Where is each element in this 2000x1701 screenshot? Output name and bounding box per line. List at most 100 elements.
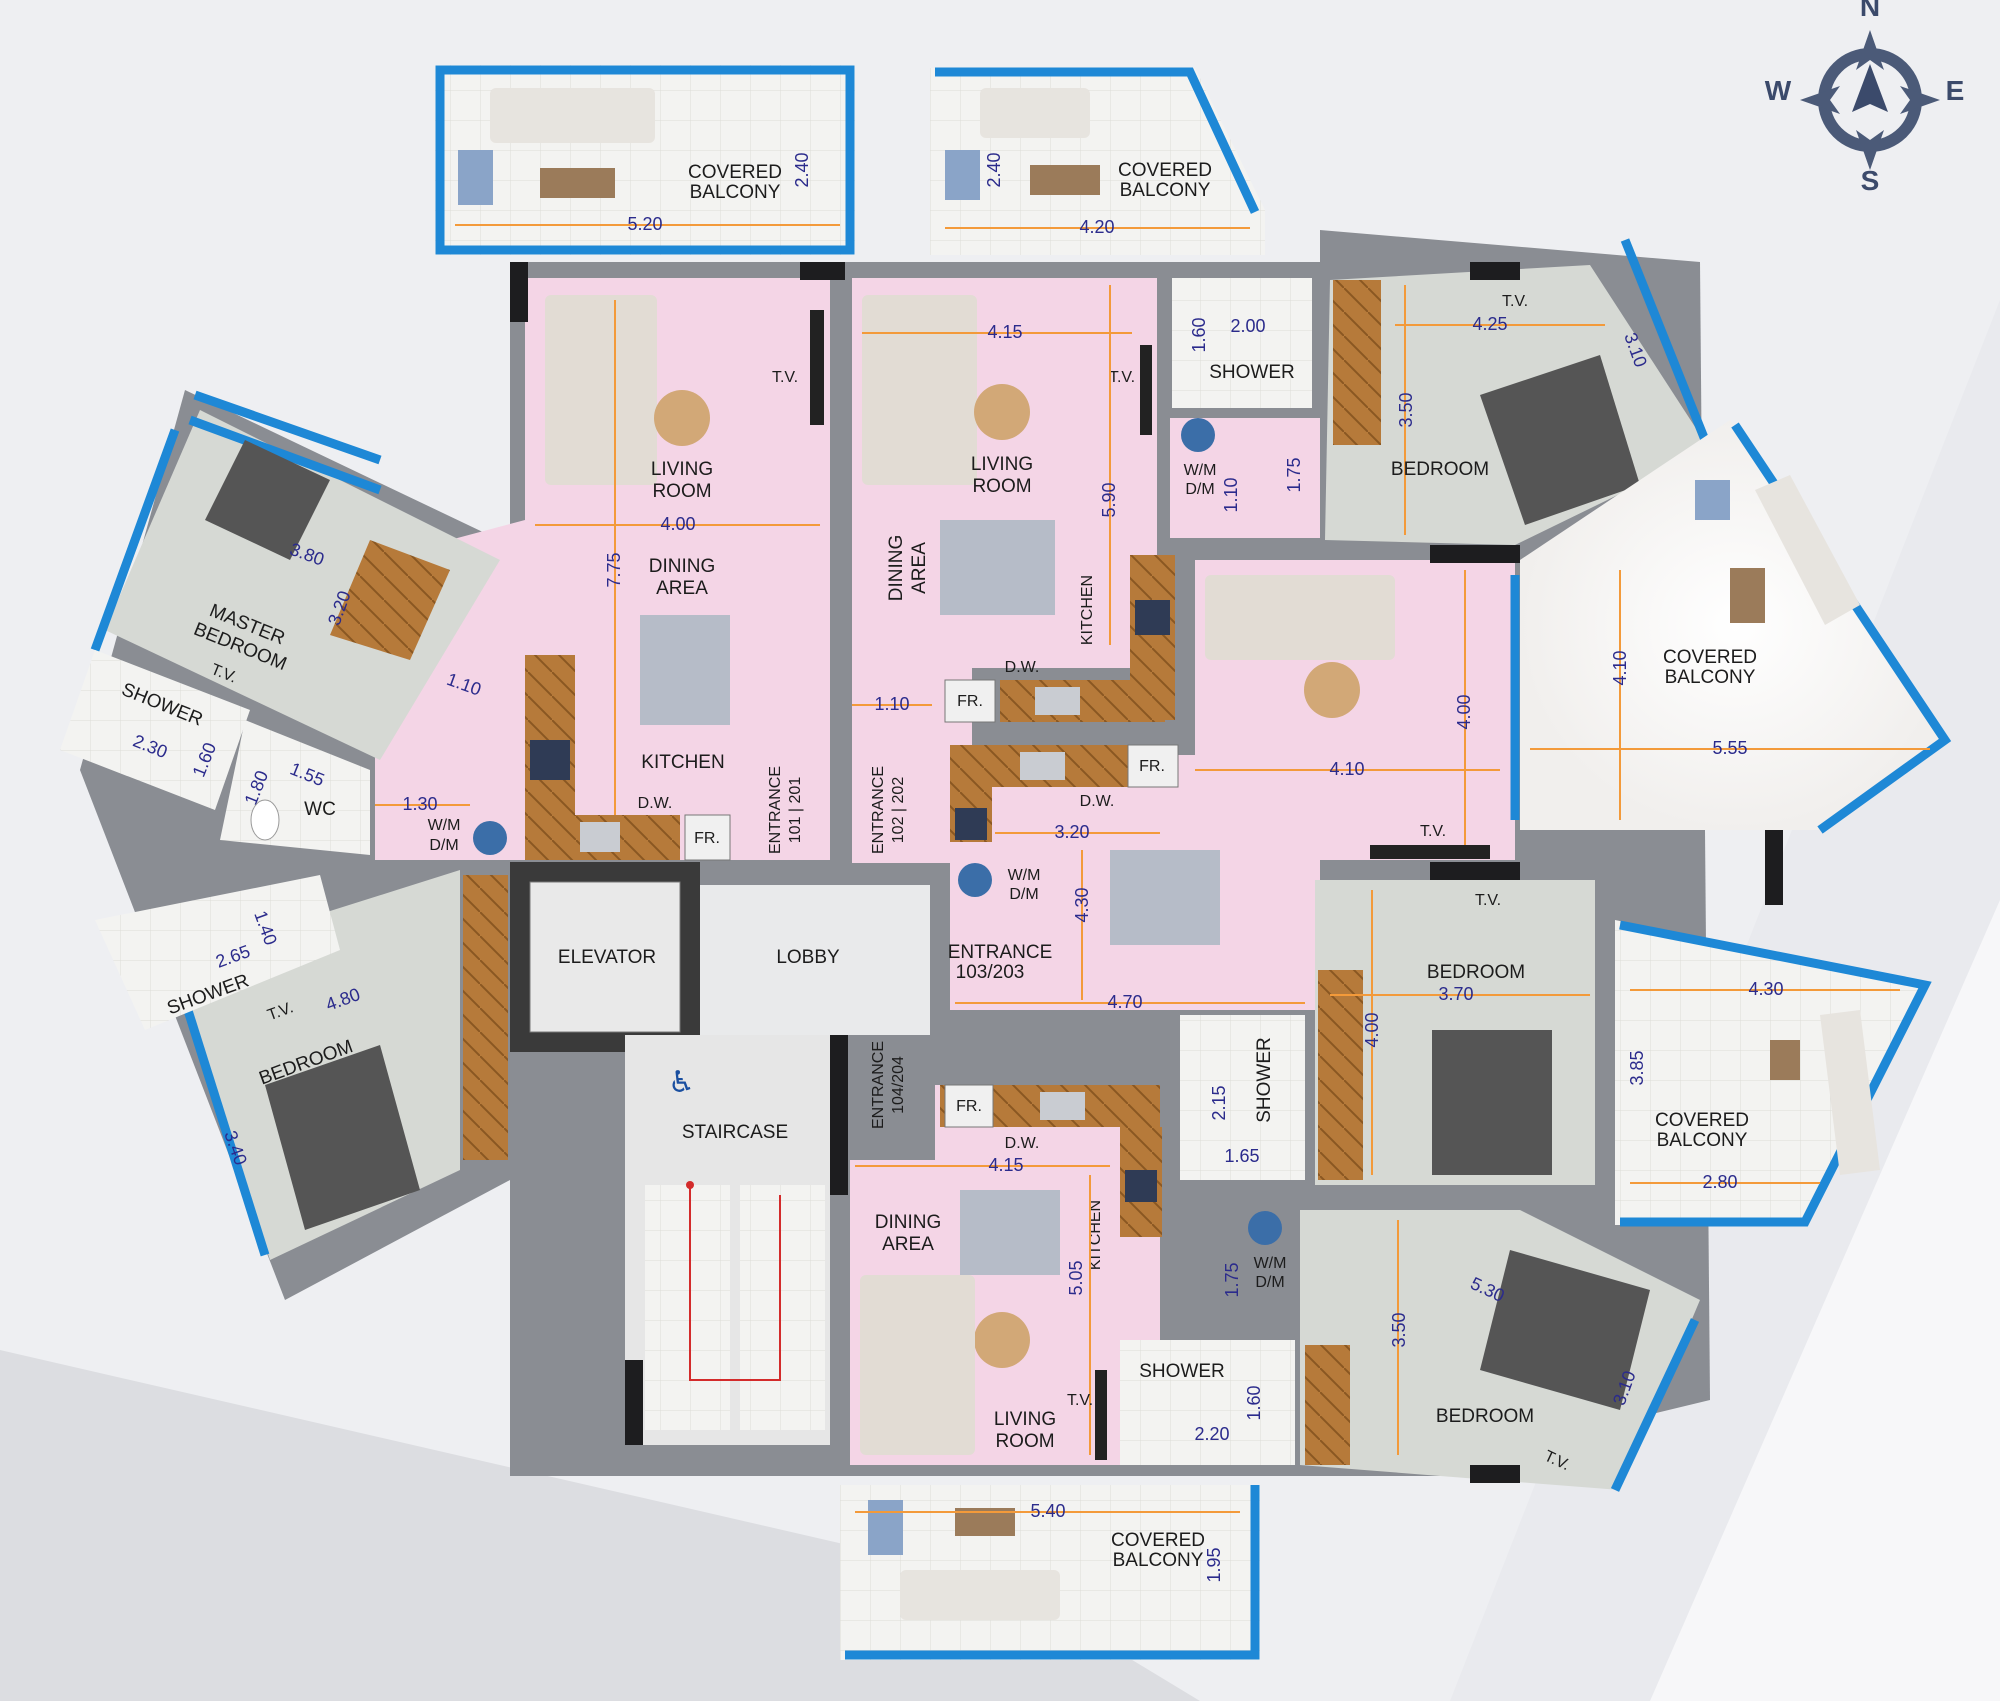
compass-north: N	[1860, 0, 1880, 22]
svg-text:5.20: 5.20	[627, 214, 662, 234]
svg-text:FR.: FR.	[956, 1098, 982, 1115]
shower-102	[1172, 278, 1312, 408]
svg-text:5.05: 5.05	[1066, 1260, 1086, 1295]
svg-text:3.70: 3.70	[1438, 984, 1473, 1004]
svg-text:4.15: 4.15	[987, 322, 1022, 342]
svg-text:1.95: 1.95	[1204, 1547, 1224, 1582]
coffee-table-icon	[654, 390, 710, 446]
sink-icon	[580, 822, 620, 852]
dining-table-icon	[960, 1190, 1060, 1275]
svg-text:4.00: 4.00	[1454, 694, 1474, 729]
stove-icon	[955, 808, 987, 840]
corner-sofa-icon	[860, 1275, 975, 1455]
tv-icon	[1140, 345, 1152, 435]
stove-icon	[1125, 1170, 1157, 1202]
svg-text:2.40: 2.40	[984, 152, 1004, 187]
svg-text:KITCHEN: KITCHEN	[1087, 1200, 1104, 1270]
svg-text:4.10: 4.10	[1610, 650, 1630, 685]
sink-icon	[1020, 752, 1065, 780]
compass-south: S	[1861, 165, 1880, 196]
washing-machine-icon	[1181, 418, 1215, 452]
entrance-103-label: ENTRANCE	[948, 942, 1053, 963]
svg-text:4.70: 4.70	[1107, 992, 1142, 1012]
entrance-102-label: ENTRANCE	[870, 766, 887, 854]
coffee-table-icon	[974, 384, 1030, 440]
svg-text:2.40: 2.40	[792, 152, 812, 187]
fridge-icon	[944, 679, 996, 723]
apt-102: COVERED BALCONY 2.40 4.20 T.V. LIVING RO…	[852, 67, 1710, 863]
wardrobe	[1333, 280, 1381, 445]
svg-text:DINING: DINING	[875, 1212, 942, 1233]
entrance-101-label: ENTRANCE	[767, 766, 784, 854]
svg-text:D.W.: D.W.	[1005, 659, 1040, 676]
svg-text:2.15: 2.15	[1209, 1085, 1229, 1120]
table-icon	[1730, 568, 1765, 623]
washing-machine-icon	[473, 821, 507, 855]
dining-table-icon	[940, 520, 1055, 615]
svg-text:T.V.: T.V.	[1067, 1392, 1093, 1409]
elevator-label: ELEVATOR	[558, 947, 656, 968]
kitchen-101-label: KITCHEN	[641, 752, 724, 773]
fridge-icon	[1127, 744, 1179, 788]
stove-icon	[530, 740, 570, 780]
toilet-icon	[250, 799, 280, 841]
svg-text:BALCONY: BALCONY	[690, 182, 781, 203]
sink-icon	[1040, 1092, 1085, 1120]
svg-text:D/M: D/M	[1009, 886, 1038, 903]
fridge-icon	[684, 814, 731, 861]
entrance-104-label: ENTRANCE	[870, 1041, 887, 1129]
svg-text:1.10: 1.10	[874, 694, 909, 714]
bed-icon	[1432, 1030, 1552, 1175]
svg-text:COVERED: COVERED	[1663, 647, 1757, 668]
svg-text:COVERED: COVERED	[1111, 1530, 1205, 1551]
svg-text:W/M: W/M	[428, 817, 461, 834]
wardrobe	[1305, 1345, 1350, 1465]
bed-icon	[205, 440, 330, 560]
svg-text:3.85: 3.85	[1627, 1050, 1647, 1085]
svg-text:5.40: 5.40	[1030, 1501, 1065, 1521]
master-shower	[60, 650, 250, 810]
svg-text:BALCONY: BALCONY	[1665, 667, 1756, 688]
svg-text:1.65: 1.65	[1224, 1146, 1259, 1166]
shower-101	[95, 875, 340, 1030]
svg-text:5.55: 5.55	[1712, 738, 1747, 758]
staircase-label: STAIRCASE	[682, 1122, 788, 1143]
svg-text:AREA: AREA	[656, 578, 708, 599]
svg-text:3.50: 3.50	[1389, 1312, 1409, 1347]
living-room-104-label: LIVING	[994, 1409, 1056, 1430]
wardrobe	[330, 540, 450, 660]
svg-text:T.V.: T.V.	[1502, 293, 1528, 310]
balcony-101-label: COVERED	[688, 162, 782, 183]
compass: N S E W	[1765, 0, 1965, 196]
wall-corners	[510, 262, 1783, 1483]
corner-sofa-icon	[862, 295, 977, 485]
svg-text:D.W.: D.W.	[1080, 793, 1115, 810]
svg-text:COVERED: COVERED	[1118, 160, 1212, 181]
svg-text:1.75: 1.75	[1284, 457, 1304, 492]
svg-text:W/M: W/M	[1184, 462, 1217, 479]
living-room-103	[950, 560, 1515, 1010]
svg-text:1.30: 1.30	[402, 794, 437, 814]
svg-text:BALCONY: BALCONY	[1113, 1550, 1204, 1571]
compass-needle-icon	[1852, 64, 1888, 112]
bed-icon	[265, 1045, 420, 1230]
table-icon	[1770, 1040, 1800, 1080]
sofa-icon	[900, 1570, 1060, 1620]
apt-103: 4.10 4.00 T.V. FR. D.W. 3.20 W/M D/M 4.3…	[948, 420, 1952, 1227]
table-icon	[1030, 165, 1100, 195]
sofa-icon	[490, 88, 655, 143]
tv-icon	[810, 310, 824, 425]
svg-text:2.80: 2.80	[1702, 1172, 1737, 1192]
svg-text:D/M: D/M	[1255, 1274, 1284, 1291]
svg-text:4.30: 4.30	[1072, 887, 1092, 922]
svg-text:FR.: FR.	[957, 693, 983, 710]
svg-text:FR.: FR.	[694, 830, 720, 847]
bedroom-104-label: BEDROOM	[1436, 1406, 1534, 1427]
compass-west: W	[1765, 75, 1792, 106]
wardrobe	[1318, 970, 1363, 1180]
armchair-icon	[458, 150, 493, 205]
washing-machine-icon	[1248, 1211, 1282, 1245]
svg-text:AREA: AREA	[882, 1234, 934, 1255]
svg-text:4.20: 4.20	[1079, 217, 1114, 237]
sofa-icon	[980, 88, 1090, 138]
